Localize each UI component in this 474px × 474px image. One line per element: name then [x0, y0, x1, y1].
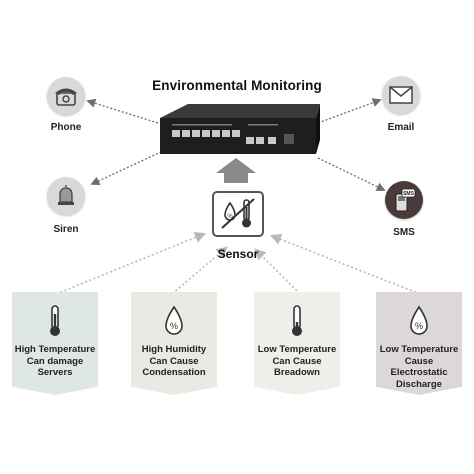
condition-label: Low Temperature Cause Electrostatic Disc…: [379, 344, 459, 390]
arrow-from-condition-1: [55, 232, 207, 295]
condition-label: Low Temperature Can Cause Breadown: [257, 344, 337, 378]
thermometer-icon: [289, 304, 305, 338]
condition-high-humidity: % High Humidity Can Cause Condensation: [131, 292, 217, 395]
arrow-to-email: [317, 98, 382, 124]
thermometer-icon: [47, 304, 63, 338]
siren-label: Siren: [53, 224, 79, 235]
humidity-drop-icon: %: [408, 304, 430, 338]
sms-phone-icon: SMS: [385, 181, 423, 219]
sensor-icon: %: [212, 191, 264, 237]
humidity-drop-icon: %: [163, 304, 185, 338]
email-label: Email: [387, 122, 415, 133]
phone-label: Phone: [50, 122, 82, 133]
condition-electrostatic-discharge: % Low Temperature Cause Electrostatic Di…: [376, 292, 462, 395]
condition-label: High Temperature Can damage Servers: [14, 344, 96, 378]
svg-text:%: %: [227, 214, 233, 220]
condition-label: High Humidity Can Cause Condensation: [141, 344, 207, 378]
condition-high-temperature: High Temperature Can damage Servers: [12, 292, 98, 395]
sms-bubble-text: SMS: [403, 191, 415, 197]
sms-label: SMS: [393, 227, 415, 238]
email-icon: [382, 76, 420, 114]
arrow-to-phone: [86, 98, 159, 124]
sensor-label: Sensor: [217, 247, 259, 261]
arrow-from-condition-4: [269, 234, 421, 295]
arrow-to-siren: [90, 149, 166, 186]
svg-text:%: %: [415, 321, 423, 331]
arrow-from-condition-2: [171, 246, 228, 295]
network-device: [160, 104, 320, 154]
arrow-to-sms: [317, 157, 386, 191]
phone-icon: [47, 77, 85, 115]
siren-icon: [47, 177, 85, 215]
svg-text:%: %: [170, 321, 178, 331]
condition-low-temperature: Low Temperature Can Cause Breadown: [254, 292, 340, 395]
diagram-title: Environmental Monitoring: [152, 78, 322, 93]
sensor-to-device-arrow: [216, 158, 256, 183]
arrow-from-condition-3: [254, 248, 301, 295]
